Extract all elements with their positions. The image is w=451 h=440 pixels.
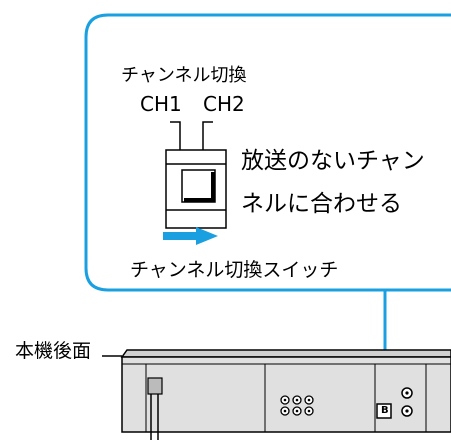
switch-marker-label: B	[381, 405, 389, 416]
device-body	[121, 356, 451, 433]
instruction-line-2: ネルに合わせる	[241, 191, 402, 217]
instruction-line-1: 放送のないチャン	[241, 148, 425, 174]
switch-knob	[181, 169, 216, 203]
direction-arrow	[163, 227, 218, 245]
ch2-label: CH2	[203, 92, 245, 116]
rear-panel-label: 本機後面	[15, 340, 92, 362]
power-cord	[147, 377, 163, 440]
switch-caption: チャンネル切換スイッチ	[130, 259, 339, 281]
switch-marker-box	[376, 403, 392, 419]
ch1-connector	[170, 121, 181, 150]
device-top	[120, 349, 451, 358]
switch-title-label: チャンネル切換	[121, 65, 247, 86]
callout-box	[84, 13, 451, 292]
ch2-connector	[202, 121, 213, 150]
channel-switch-illustration	[165, 149, 227, 229]
device-rear-panel	[120, 349, 451, 440]
ch1-label: CH1	[140, 92, 182, 116]
